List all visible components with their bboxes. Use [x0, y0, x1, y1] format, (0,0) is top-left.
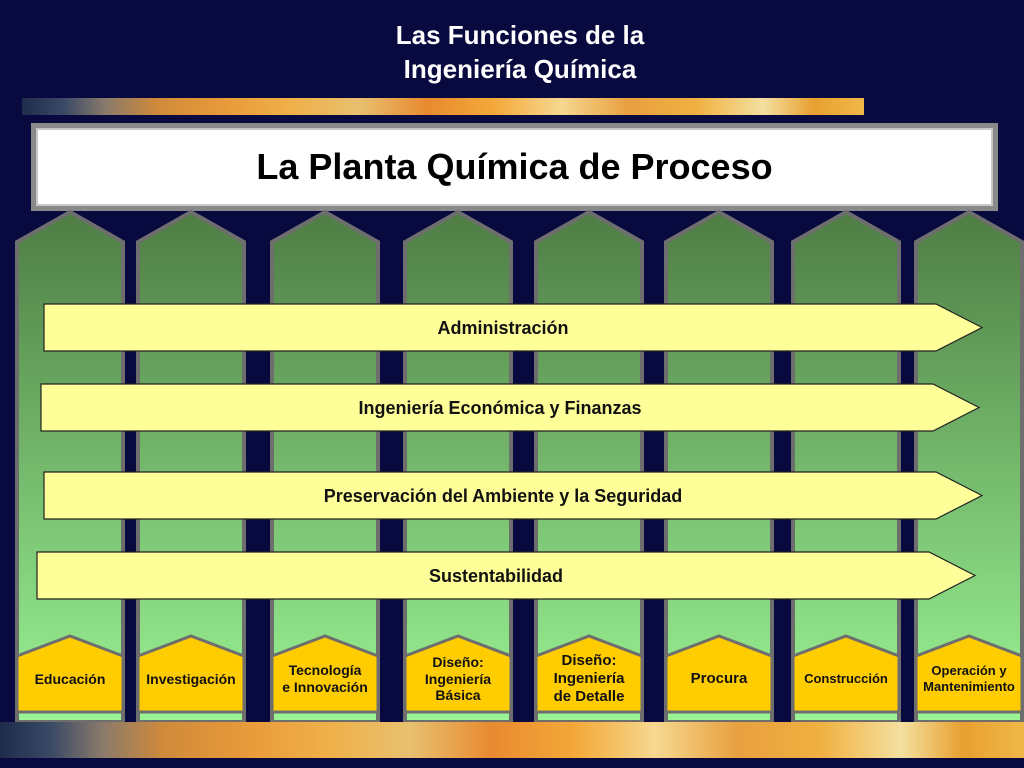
column-label-line: Procura [690, 670, 748, 687]
decorative-stripe-top [22, 98, 864, 115]
arrow-label: Preservación del Ambiente y la Seguridad [323, 485, 683, 506]
column-label-line: Mantenimiento [923, 679, 1015, 694]
slide-title-line-1: Las Funciones de la [395, 20, 645, 50]
arrow-label: Ingeniería Económica y Finanzas [358, 397, 642, 418]
column-label-line: Operación y [931, 663, 1007, 679]
column-label-box [534, 634, 644, 714]
column-label-line: Ingeniería [553, 670, 625, 687]
process-arrow [43, 471, 984, 520]
arrow-label: Administración [437, 317, 569, 338]
column-label-line: Diseño: [561, 652, 617, 669]
arrow-label: Sustentabilidad [428, 565, 563, 586]
column-label-line: Investigación [146, 670, 236, 687]
column-label-line: Tecnología [288, 662, 362, 679]
column-label-line: Básica [435, 687, 481, 704]
column-label-box [136, 634, 246, 714]
column-label-line: e Innovación [282, 679, 368, 695]
column-label-line: Educación [34, 670, 106, 687]
decorative-stripe-bottom [0, 722, 1024, 758]
label-boxes-layer [15, 634, 1024, 714]
column-label: Construcción [789, 646, 903, 712]
column-label-line: de Detalle [553, 688, 625, 705]
column-label-box [403, 634, 513, 714]
column-label-box [664, 634, 774, 714]
column-label: Investigación [134, 646, 248, 712]
column-label-line: Construcción [804, 671, 888, 687]
process-arrow [36, 551, 977, 600]
column-label-line: Ingeniería [424, 670, 492, 687]
column-label-box [270, 634, 380, 714]
process-arrow [40, 383, 981, 432]
process-arrow [43, 303, 984, 352]
column-label: Procura [662, 646, 776, 712]
column-label: Educación [13, 646, 127, 712]
column-label-box [914, 634, 1024, 714]
plant-banner: La Planta Química de Proceso [31, 123, 998, 211]
column-label-line: Diseño: [432, 653, 484, 670]
slide-title-line-2: Ingeniería Química [403, 54, 637, 84]
arrows-layer [36, 303, 984, 600]
column-label-box [15, 634, 125, 714]
slide-title: Las Funciones de la Ingeniería Química [0, 18, 1024, 86]
column-label-box [791, 634, 901, 714]
banner-title: La Planta Química de Proceso [256, 146, 773, 187]
